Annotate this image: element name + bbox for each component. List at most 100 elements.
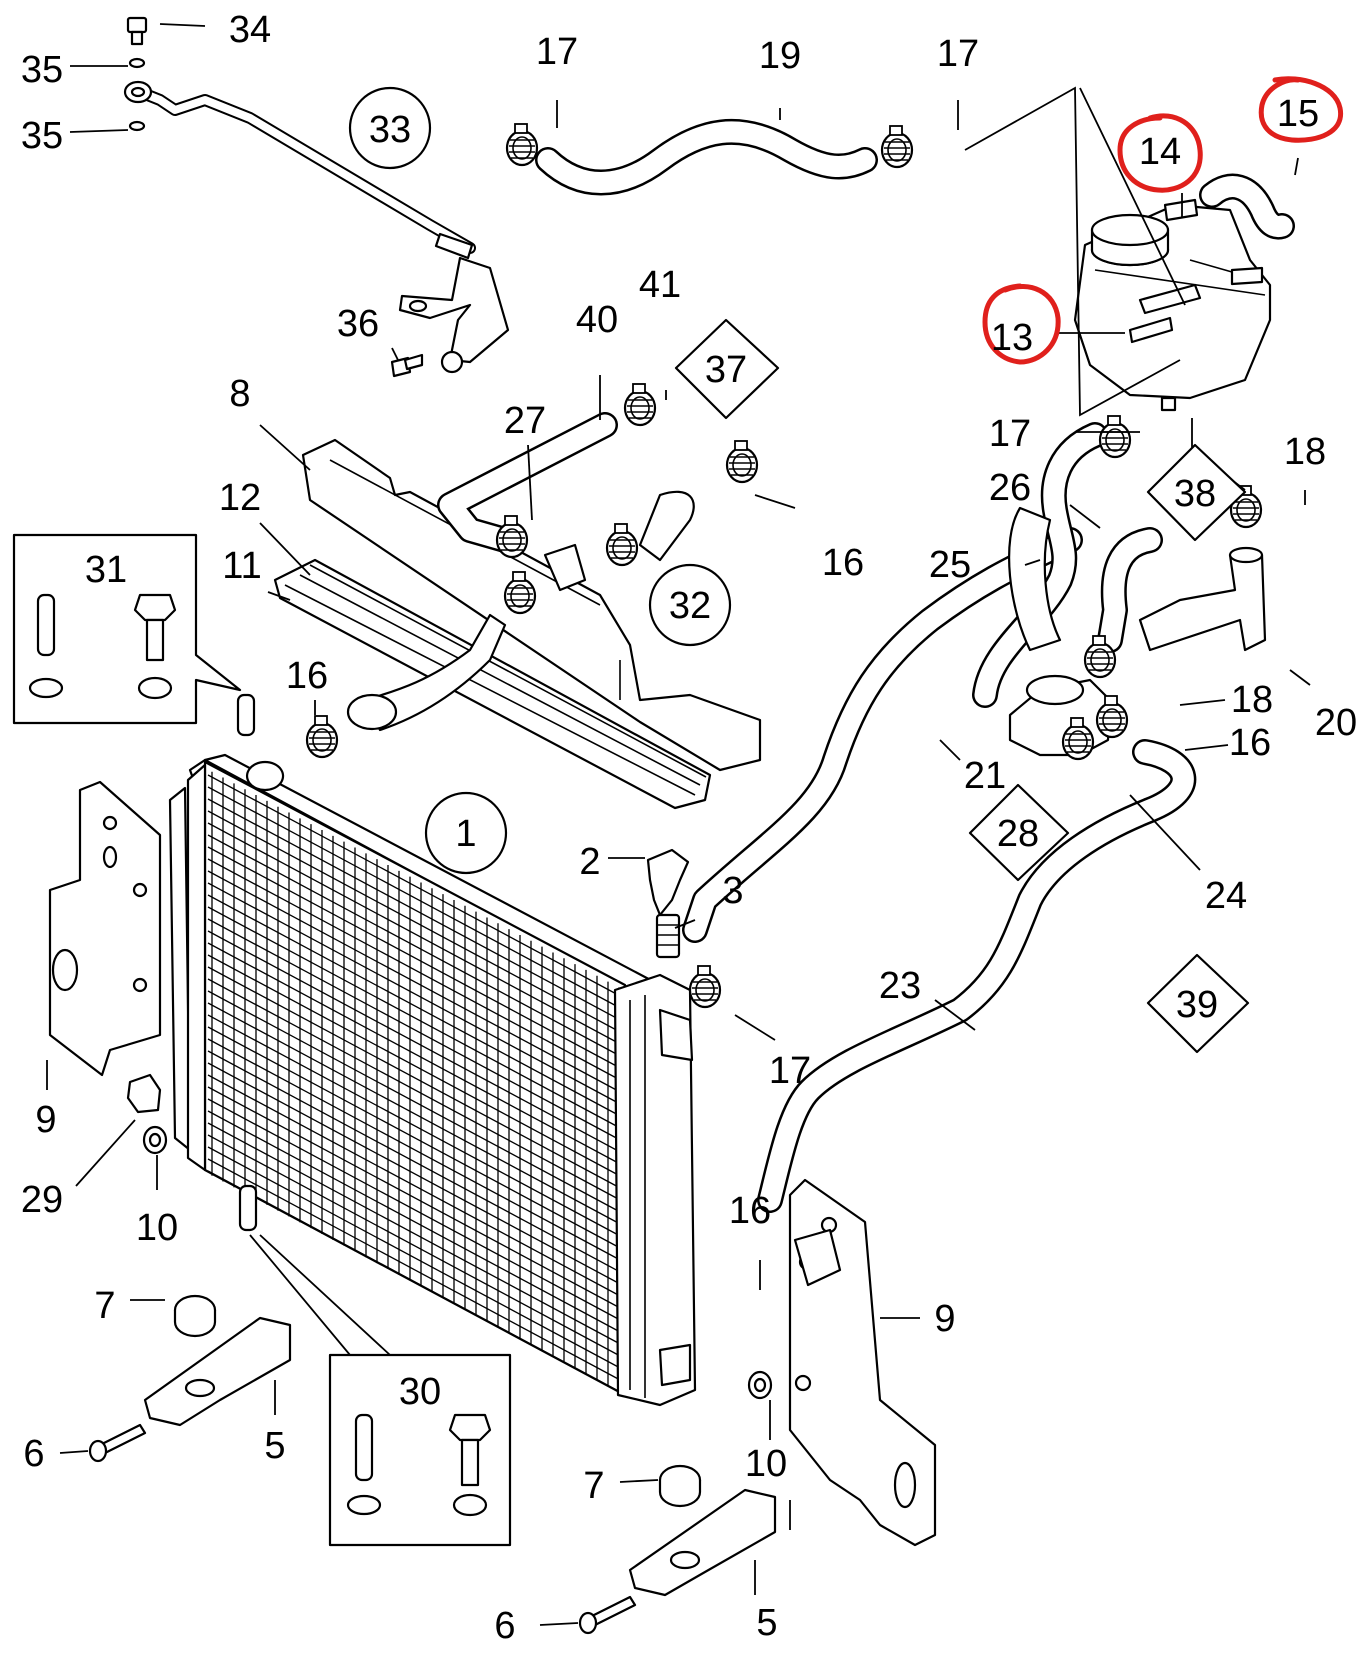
leader-lines [46, 23, 1311, 1626]
label-40: 40 [576, 299, 618, 341]
label-16-thermo: 16 [1229, 722, 1271, 764]
label-12: 12 [219, 477, 261, 519]
kit-box-31 [12, 533, 242, 725]
label-25: 25 [929, 544, 971, 586]
clamp-17-radiator [688, 964, 722, 1009]
o-ring-35-upper [128, 57, 146, 69]
label-16-lower: 16 [729, 1190, 771, 1232]
hose-23 [757, 739, 1197, 1213]
hose-24-short [1097, 527, 1163, 653]
clamp-41 [623, 382, 657, 427]
label-10-right: 10 [745, 1443, 787, 1485]
label-32: 32 [669, 585, 711, 627]
part-number-labels: 1 2 3 5 5 6 6 7 7 8 9 9 10 10 11 12 13 1… [21, 9, 1357, 1647]
label-13: 13 [991, 317, 1033, 359]
label-35-lower: 35 [21, 115, 63, 157]
label-9-right: 9 [934, 1298, 955, 1340]
hose-40 [437, 412, 618, 553]
label-1: 1 [455, 813, 476, 855]
clamp-27 [495, 514, 529, 559]
label-6-right: 6 [494, 1605, 515, 1647]
label-30: 30 [399, 1371, 441, 1413]
hose-21 [682, 527, 1083, 943]
circle-ref-33 [348, 86, 432, 170]
lower-hose-left [346, 613, 507, 732]
label-5-left: 5 [264, 1425, 285, 1467]
bolt-6-left [88, 1423, 147, 1463]
label-15: 15 [1277, 93, 1319, 135]
label-7-left: 7 [94, 1285, 115, 1327]
label-39: 39 [1176, 984, 1218, 1026]
thermostat-housing-28 [1008, 674, 1112, 757]
diamond-ref-38 [1146, 443, 1247, 542]
nut-10-left [142, 1125, 168, 1155]
label-19: 19 [759, 35, 801, 77]
tank-cap-14 [1090, 213, 1170, 267]
hose-32-short [543, 490, 695, 592]
pin-30 [238, 1184, 258, 1232]
label-29: 29 [21, 1179, 63, 1221]
label-16-left: 16 [286, 655, 328, 697]
red-highlight-marks [982, 76, 1344, 365]
label-8: 8 [229, 373, 250, 415]
clamp-16-left [305, 714, 339, 759]
label-27: 27 [504, 400, 546, 442]
label-7-right: 7 [583, 1465, 604, 1507]
label-17-left: 17 [536, 31, 578, 73]
cooling-pipe-33 [123, 80, 510, 374]
label-10-left: 10 [136, 1207, 178, 1249]
label-18-right: 18 [1284, 431, 1326, 473]
label-36: 36 [337, 303, 379, 345]
hose-26 [972, 422, 1108, 708]
label-41: 41 [639, 264, 681, 306]
label-17-tank: 17 [989, 413, 1031, 455]
clamp-32 [605, 522, 639, 567]
plug-34 [126, 16, 148, 46]
label-33: 33 [369, 109, 411, 151]
kit-box-30 [328, 1353, 512, 1547]
label-9-left: 9 [35, 1099, 56, 1141]
clamp-17-left [505, 122, 539, 167]
label-35-upper: 35 [21, 49, 63, 91]
side-bracket-9-left [48, 780, 162, 1077]
seal-3 [655, 913, 681, 959]
bolt-36 [390, 353, 424, 378]
label-18-left: 18 [1231, 679, 1273, 721]
hose-25 [1007, 506, 1062, 652]
label-28: 28 [997, 813, 1039, 855]
clamp-17-right [880, 124, 914, 169]
label-2: 2 [579, 841, 600, 883]
label-31: 31 [85, 549, 127, 591]
label-16-upper: 16 [822, 542, 864, 584]
air-deflector-strip [273, 558, 712, 810]
label-17-radiator: 17 [769, 1050, 811, 1092]
nut-10-right [747, 1370, 773, 1400]
o-ring-35-lower [128, 120, 146, 132]
label-17-right: 17 [937, 33, 979, 75]
bushing-29 [126, 1073, 162, 1114]
hose-20 [1138, 546, 1267, 652]
label-14: 14 [1139, 131, 1181, 173]
label-6-left: 6 [23, 1433, 44, 1475]
circle-ref-32 [648, 563, 732, 647]
bracket-5-left [143, 1316, 292, 1427]
grommet-7-left [173, 1294, 217, 1338]
side-bracket-9-right [788, 1178, 937, 1547]
hose-15 [1199, 173, 1295, 240]
label-38: 38 [1174, 473, 1216, 515]
label-11: 11 [222, 545, 261, 587]
clamp-17-tank [1098, 414, 1132, 459]
circle-ref-1 [424, 791, 508, 875]
grommet-7-right [658, 1464, 702, 1508]
drain-plug-2 [646, 848, 690, 917]
diamond-ref-28 [968, 783, 1070, 882]
bracket-5-right [628, 1488, 777, 1597]
label-34: 34 [229, 9, 271, 51]
diamond-ref-37 [674, 318, 780, 420]
label-24: 24 [1205, 875, 1247, 917]
pin-31 [236, 693, 256, 737]
label-37: 37 [705, 349, 747, 391]
label-3: 3 [722, 870, 743, 912]
